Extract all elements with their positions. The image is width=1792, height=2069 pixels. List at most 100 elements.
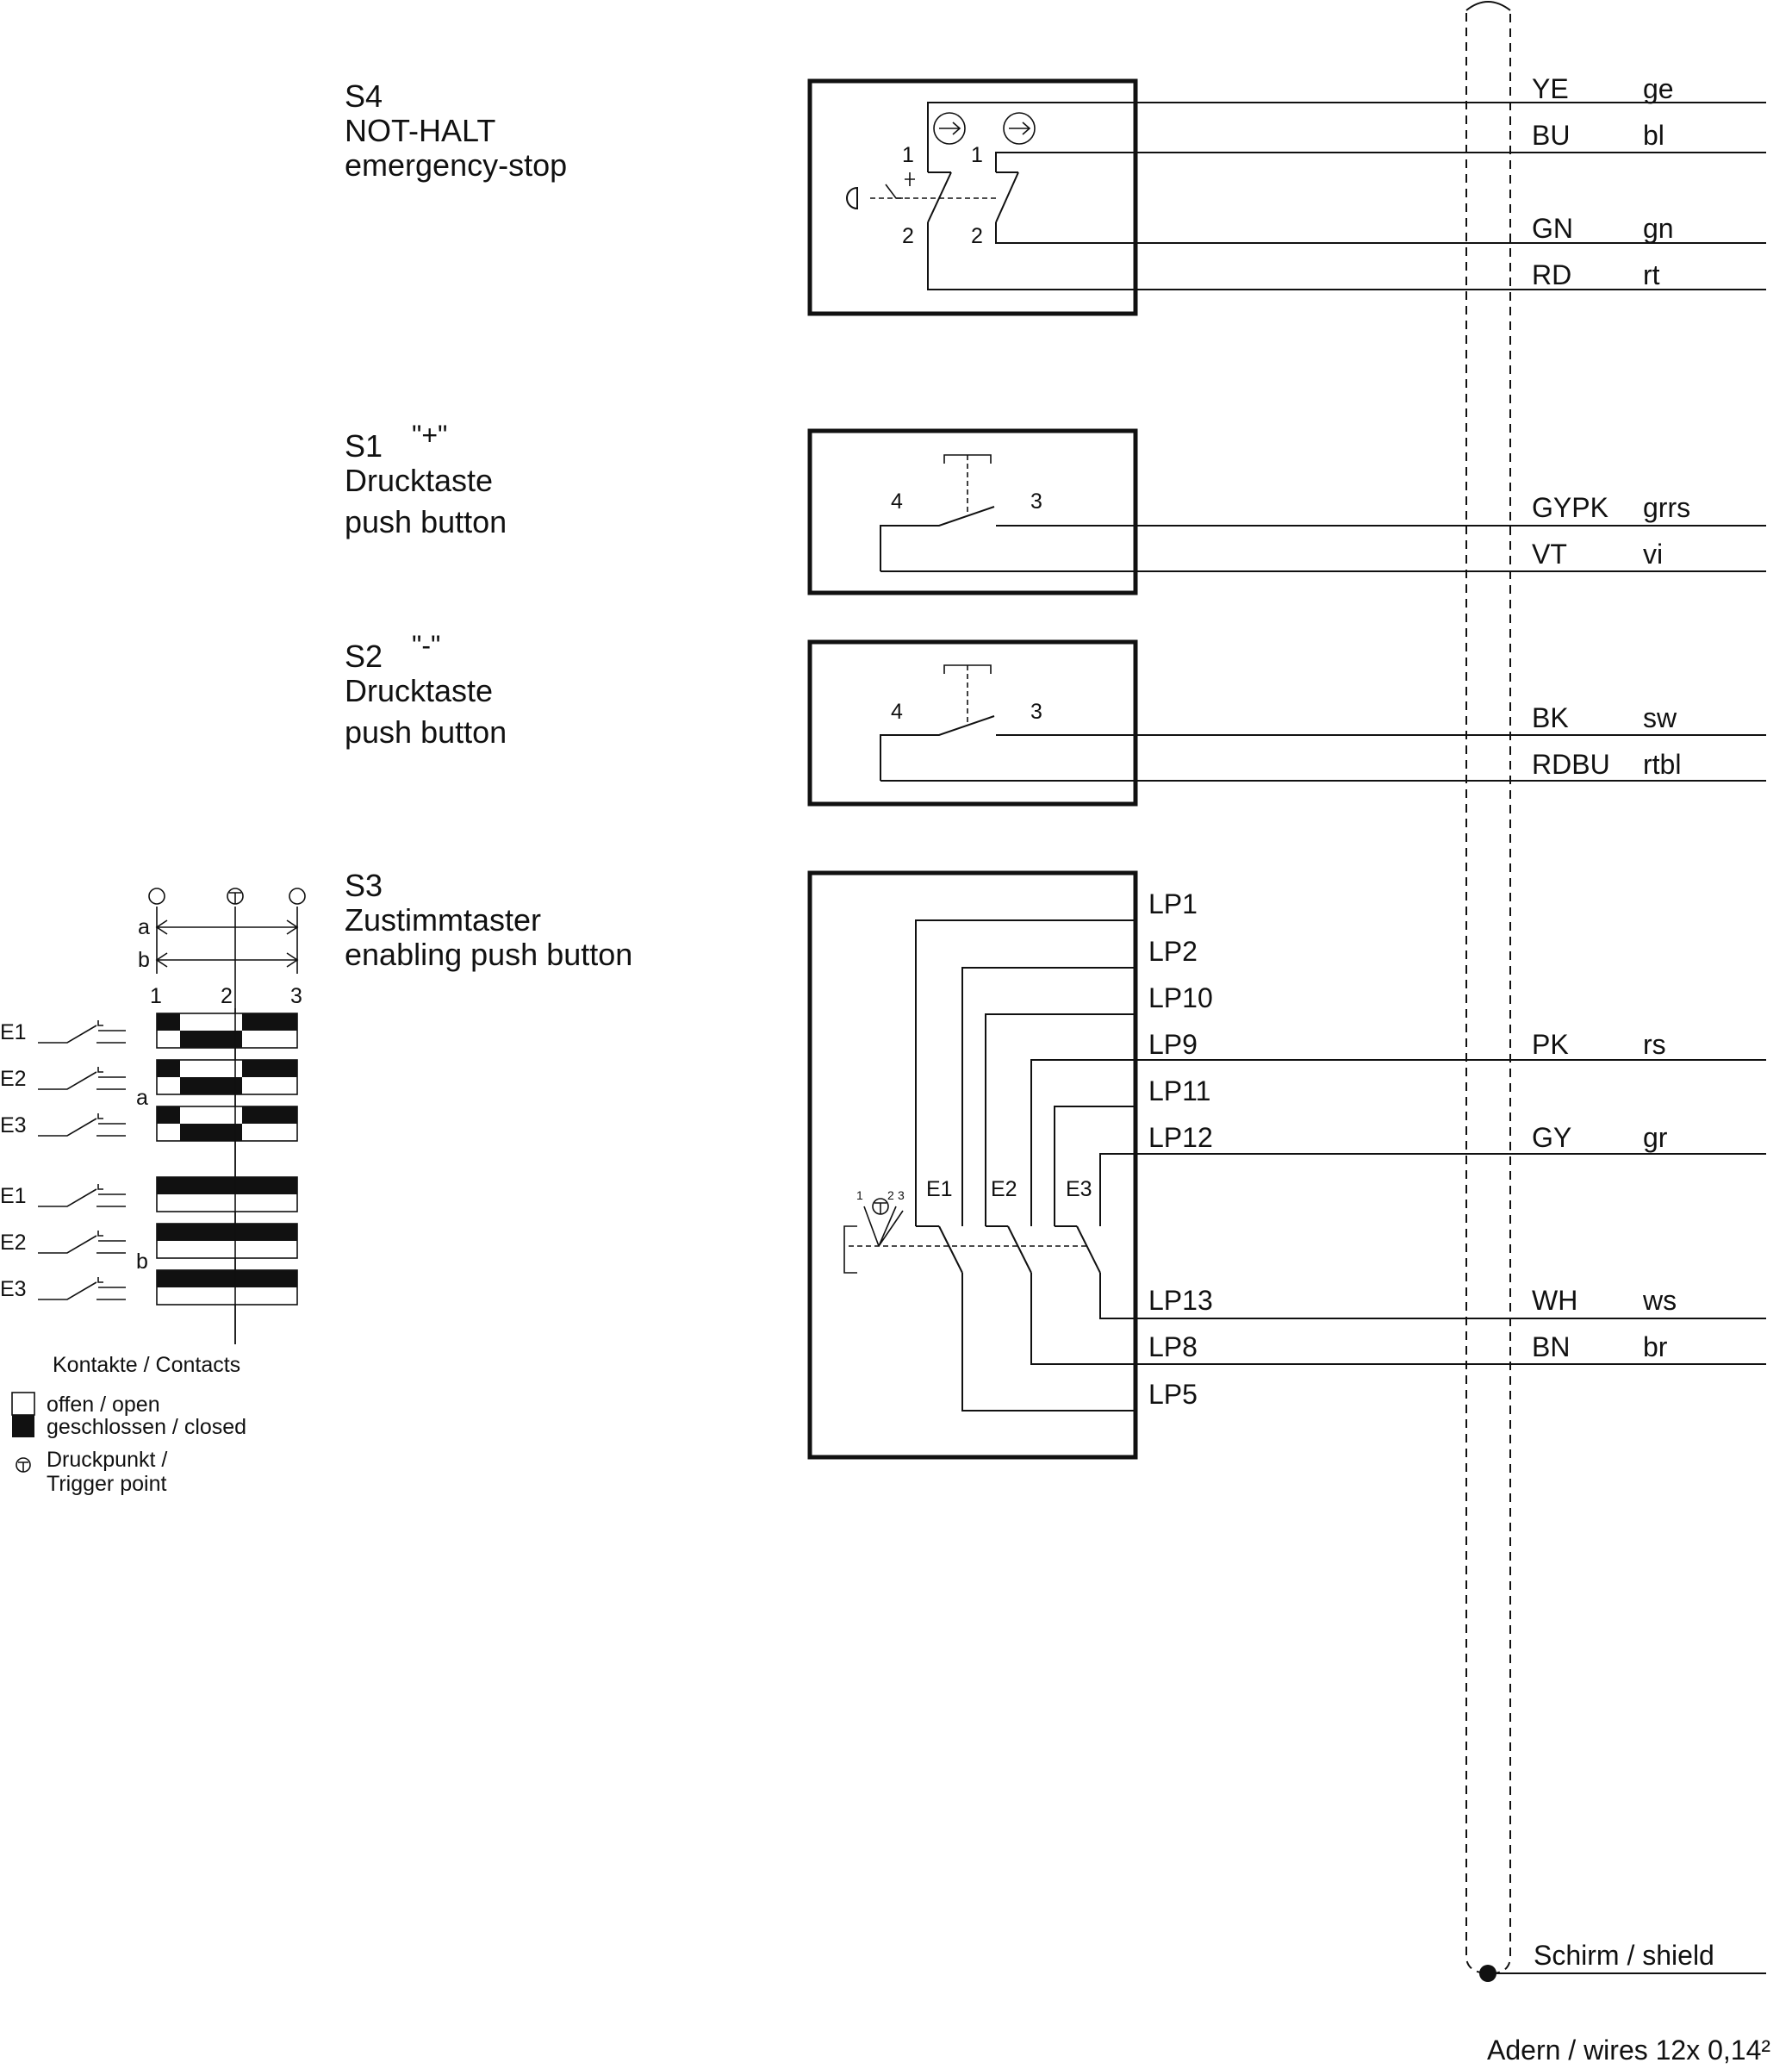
s3-title-block: S3 Zustimmtaster enabling push button <box>345 868 632 972</box>
wire-color-de: br <box>1643 1331 1668 1362</box>
lp-label: LP2 <box>1148 936 1198 967</box>
enabling-actuator-icon <box>843 1225 857 1274</box>
s1-device: 4 3 <box>807 428 1766 595</box>
mushroom-head-icon <box>846 186 858 210</box>
wire-color-de: ws <box>1642 1285 1677 1316</box>
wire-color-de: sw <box>1643 702 1677 733</box>
position-open-marker <box>289 888 306 905</box>
s3-desc: enabling push button <box>345 937 632 972</box>
wire-color-de: ge <box>1643 73 1674 104</box>
positive-opening-icon <box>1003 112 1036 145</box>
lp-label: LP13 <box>1148 1285 1213 1316</box>
s2-enclosure <box>807 639 1138 807</box>
s4-pin2: 2 <box>902 224 914 248</box>
legend-open-swatch <box>11 1392 35 1416</box>
s3-switch-pos1: 1 <box>856 1188 863 1202</box>
lp-label: LP5 <box>1148 1379 1198 1410</box>
s4-desc: emergency-stop <box>345 147 567 183</box>
legend-trigger-label-en: Trigger point <box>47 1472 166 1496</box>
lp-label: LP11 <box>1148 1075 1210 1106</box>
positive-opening-icon <box>933 112 966 145</box>
lp-label: LP1 <box>1148 888 1198 919</box>
legend-closed-label: geschlossen / closed <box>47 1415 246 1439</box>
wire-code: WH <box>1532 1285 1577 1316</box>
wire-code: VT <box>1532 539 1567 570</box>
wire-color-de: gr <box>1643 1122 1668 1153</box>
s2-title-block: S2 "-" Drucktaste push button <box>345 630 507 750</box>
wire-code: RD <box>1532 259 1571 290</box>
lp-label: LP10 <box>1148 982 1213 1013</box>
s3-enclosure <box>807 870 1138 1460</box>
wire-code: RDBU <box>1532 749 1610 780</box>
wire-color-de: bl <box>1643 120 1664 151</box>
position-1-label: 1 <box>150 984 162 1008</box>
position-b-label: b <box>138 948 150 972</box>
s4-pin1: 1 <box>902 143 914 167</box>
s1-pin4: 4 <box>891 489 903 514</box>
legend-e1: E1 <box>0 1184 27 1208</box>
legend-group-b: b <box>136 1250 148 1274</box>
s4-title-block: S4 NOT-HALT emergency-stop <box>345 78 567 183</box>
cable-spec-label: Adern / wires 12x 0,14² <box>1487 2035 1770 2066</box>
wire-code: YE <box>1532 73 1569 104</box>
contact-symbols <box>38 1020 126 1300</box>
legend-e1: E1 <box>0 1020 27 1044</box>
s1-title-block: S1 "+" Drucktaste push button <box>345 420 507 539</box>
s4-id: S4 <box>345 78 383 114</box>
s1-mark: "+" <box>412 420 447 451</box>
position-a-label: a <box>138 915 150 939</box>
s4-pin2: 2 <box>971 224 983 248</box>
s3-switch-pos3: 3 <box>898 1188 905 1202</box>
wire-color-de: grrs <box>1643 492 1690 523</box>
s4-name: NOT-HALT <box>345 113 495 148</box>
wire-color-de: rs <box>1643 1029 1666 1060</box>
legend-contacts-title: Kontakte / Contacts <box>53 1353 240 1377</box>
s2-device: 4 3 <box>807 639 1766 807</box>
s3-device: 1 2 3 E1 E2 E3 <box>807 870 1766 1460</box>
position-open-marker <box>148 888 165 905</box>
lp-label: LP12 <box>1148 1122 1213 1153</box>
legend-group-a: a <box>136 1086 148 1110</box>
switching-diagram: a b 1 2 3 <box>0 888 306 1496</box>
s3-switch-pos2: 2 <box>887 1188 894 1202</box>
wire-code: PK <box>1532 1029 1569 1060</box>
s1-enclosure <box>807 428 1138 595</box>
s3-contact-e3: E3 <box>1066 1177 1092 1201</box>
s4-device: 1 1 2 2 <box>807 78 1766 316</box>
legend-open-label: offen / open <box>47 1393 160 1417</box>
shield-outline <box>1465 13 1511 1975</box>
shield-label: Schirm / shield <box>1534 1940 1714 1971</box>
lp-label: LP9 <box>1148 1029 1198 1060</box>
position-b-rows <box>156 1176 298 1306</box>
legend-e3: E3 <box>0 1113 27 1137</box>
s3-id: S3 <box>345 868 383 903</box>
legend-closed-swatch <box>12 1415 34 1437</box>
position-3-label: 3 <box>290 984 302 1008</box>
s2-desc: push button <box>345 714 507 750</box>
s3-contact-e2: E2 <box>991 1177 1017 1201</box>
s3-name: Zustimmtaster <box>345 902 541 938</box>
position-2-label: 2 <box>221 984 233 1008</box>
wire-code: BK <box>1532 702 1569 733</box>
s2-name: Drucktaste <box>345 673 493 708</box>
s2-pin4: 4 <box>891 700 903 724</box>
wire-color-de: vi <box>1643 539 1663 570</box>
wire-color-de: gn <box>1643 213 1674 244</box>
lp-label: LP8 <box>1148 1331 1198 1362</box>
legend-e3: E3 <box>0 1277 27 1301</box>
s2-pin3: 3 <box>1030 700 1042 724</box>
wire-code: BU <box>1532 120 1570 151</box>
s3-contact-e1: E1 <box>926 1177 953 1201</box>
cable-shield-tube: Schirm / shield Adern / wires 12x 0,14² <box>1465 1 1770 2066</box>
s2-mark: "-" <box>412 630 440 661</box>
cable-break-mark <box>1465 1 1511 11</box>
wire-code: GY <box>1532 1122 1571 1153</box>
s1-name: Drucktaste <box>345 463 493 498</box>
legend-e2: E2 <box>0 1231 27 1255</box>
position-a-rows <box>156 1013 298 1142</box>
wire-color-de: rt <box>1643 259 1660 290</box>
lp-terminal-labels: LP1 LP2 LP10 LP9 LP11 LP12 LP13 LP8 LP5 <box>1148 888 1213 1410</box>
s1-id: S1 <box>345 428 383 464</box>
s2-id: S2 <box>345 639 383 674</box>
